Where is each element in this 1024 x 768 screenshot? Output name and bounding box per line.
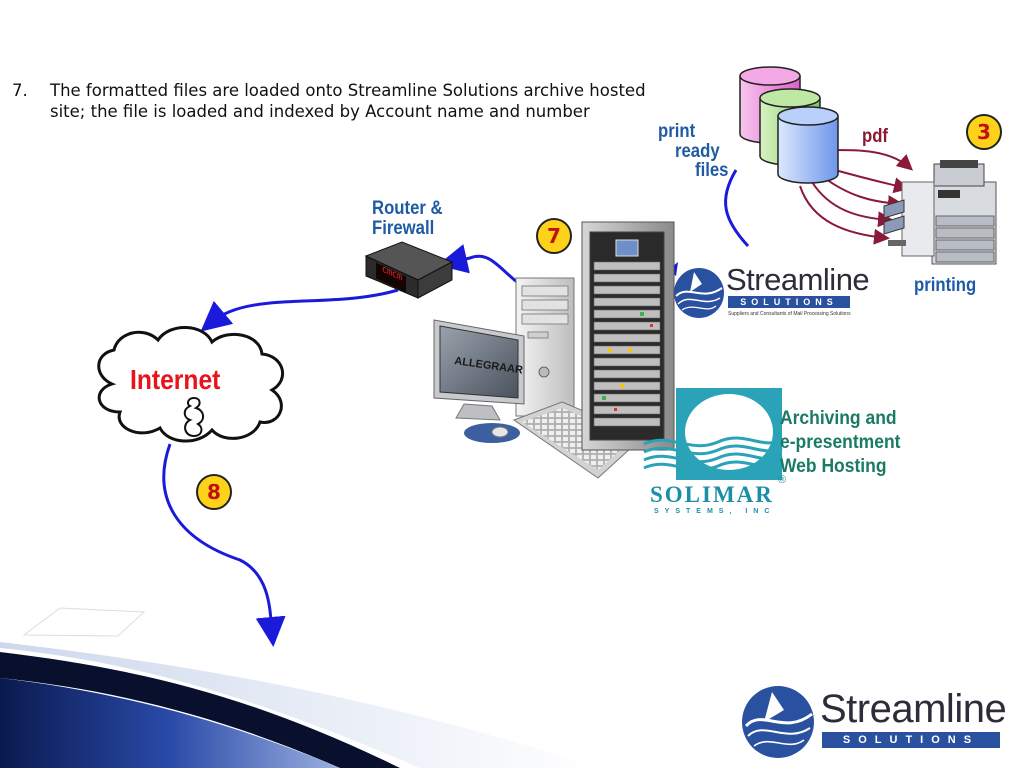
archiving-label-line2: e-presentment: [780, 432, 901, 453]
computer-tower-icon: [515, 277, 575, 417]
registered-mark: ®: [778, 474, 787, 486]
database-cylinders-icon: [739, 66, 839, 184]
solutions-bar-large: SOLUTIONS: [822, 732, 1000, 748]
archiving-label-line1: Archiving and: [780, 408, 897, 429]
streamline-tagline: Suppliers and Consultants of Mail Proces…: [728, 311, 851, 317]
internet-label: Internet: [130, 364, 221, 395]
footer-swoosh-decoration: [0, 607, 600, 768]
solimar-wave-icon: [643, 388, 783, 480]
printer-icon: [883, 160, 997, 265]
step-description: 7. The formatted files are loaded onto S…: [12, 80, 682, 122]
solimar-logo: SOLIMAR ® SYSTEMS, INC: [640, 388, 790, 516]
server-to-router-connector: [437, 244, 523, 288]
firewall-label: Firewall: [372, 218, 435, 239]
streamline-word-small: Streamline: [726, 262, 870, 297]
ready-label: ready: [675, 141, 720, 162]
pdf-label: pdf: [862, 126, 889, 147]
streamline-logo-large: Streamline SOLUTIONS: [740, 684, 1010, 764]
step-badge-7: 7: [536, 218, 572, 254]
solutions-bar-small: SOLUTIONS: [728, 296, 850, 308]
internet-cloud-icon: [97, 326, 284, 443]
router-label: Router &: [372, 198, 443, 219]
streamline-globe-icon: [674, 268, 724, 318]
solimar-sub: SYSTEMS, INC: [654, 508, 776, 515]
printing-label: printing: [914, 275, 977, 296]
internet-down-connector: [162, 443, 286, 647]
step-badge-3: 3: [966, 114, 1002, 150]
router-to-internet-connector: [200, 288, 399, 332]
internet-squiggle: [183, 396, 204, 438]
streamline-word-large: Streamline: [820, 687, 1007, 731]
print-label: print: [658, 121, 696, 142]
mousepad-icon: [464, 423, 520, 443]
streamline-globe-large-icon: [742, 686, 814, 758]
step-number: 7.: [12, 81, 28, 100]
monitor-icon: ALLEGRAAR: [433, 319, 525, 421]
archiving-label-line3: Web Hosting: [780, 456, 887, 477]
router-device-icon: ㎝㎝: [364, 241, 454, 299]
server-rack-icon: [581, 221, 675, 451]
files-label: files: [695, 160, 729, 181]
step-text: The formatted files are loaded onto Stre…: [50, 81, 646, 121]
files-to-server-connector: [724, 169, 750, 248]
streamline-logo-small: Streamline SOLUTIONS Suppliers and Consu…: [672, 264, 870, 326]
step-badge-8: 8: [196, 474, 232, 510]
solimar-word: SOLIMAR: [650, 482, 774, 507]
